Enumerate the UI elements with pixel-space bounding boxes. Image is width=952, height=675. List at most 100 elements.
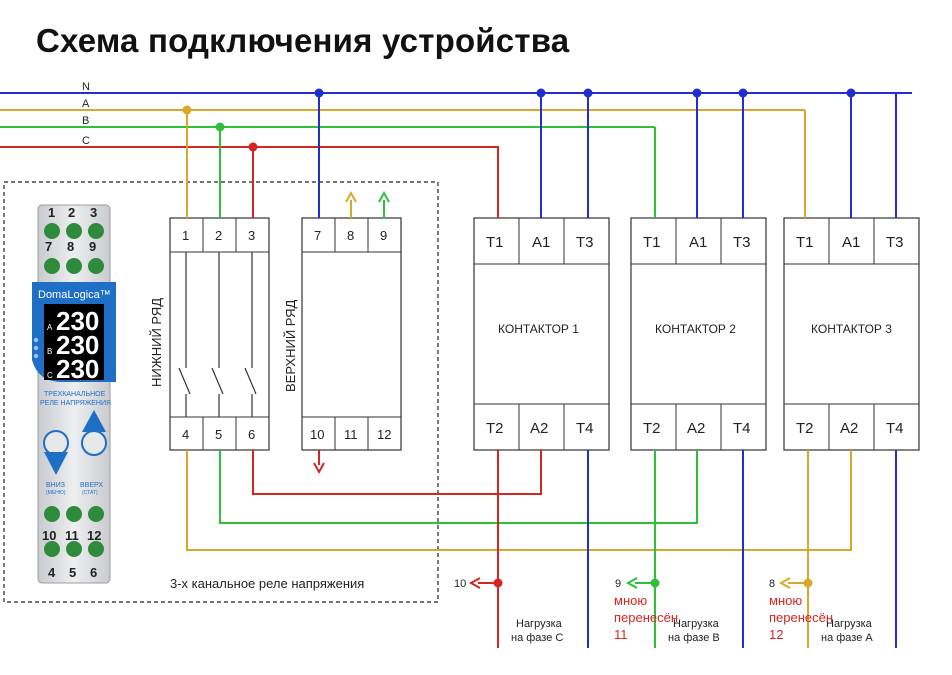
device-phase-label: A xyxy=(47,323,53,332)
device-caption: РЕЛЕ НАПРЯЖЕНИЯ xyxy=(40,400,111,407)
device-terminal-label: 2 xyxy=(68,205,75,220)
bus-label-b: B xyxy=(82,115,89,127)
wire-5-to-k2-a2 xyxy=(219,450,698,524)
device-terminal-label: 12 xyxy=(87,528,101,543)
upper-row-label: ВЕРХНИЙ РЯД xyxy=(283,299,298,392)
contactor-terminal: T3 xyxy=(733,234,751,251)
contactor-terminal: T1 xyxy=(643,234,661,251)
terminal-label: 5 xyxy=(215,427,222,442)
contactor-terminal: A1 xyxy=(532,234,550,251)
contactor-terminal: T4 xyxy=(576,420,594,437)
note-text: 11 xyxy=(614,627,628,642)
device-reading: 230 xyxy=(56,354,99,384)
contactor-terminal: A2 xyxy=(687,420,705,437)
load-label: Нагрузка xyxy=(673,618,720,630)
load-label: на фазе В xyxy=(668,632,720,644)
arrow-down-icon xyxy=(313,462,325,475)
lower-row-label: НИЖНИЙ РЯД xyxy=(149,298,164,387)
terminal-label: 12 xyxy=(377,427,391,442)
device-terminal-label: 4 xyxy=(48,565,56,580)
arrow-left-icon xyxy=(778,577,791,589)
junction-dots xyxy=(182,88,856,588)
contactor-name: КОНТАКТОР 1 xyxy=(498,322,579,336)
device-up-button xyxy=(81,430,107,456)
contactor-terminal: A1 xyxy=(689,234,707,251)
note-text: мною xyxy=(614,593,647,608)
arrow-up-icon xyxy=(345,190,357,203)
device-up-label: ВВЕРХ xyxy=(80,482,103,489)
contactor-terminal: T1 xyxy=(796,234,814,251)
device-display xyxy=(44,304,104,380)
contactor-name: КОНТАКТОР 3 xyxy=(811,322,892,336)
relay-caption: 3-х канальное реле напряжения xyxy=(170,576,364,591)
bus-lines xyxy=(0,92,912,148)
device-caption: ТРЕХКАНАЛЬНОЕ xyxy=(44,391,106,398)
terminal-label: 4 xyxy=(182,427,189,442)
arrow-left-icon xyxy=(468,577,481,589)
bus-label-c: C xyxy=(82,135,90,147)
bus-label-n: N xyxy=(82,81,90,93)
bus-labels: N A B C xyxy=(82,81,90,147)
note-text: 12 xyxy=(769,627,783,642)
wires xyxy=(186,93,897,648)
load-label: на фазе С xyxy=(511,632,563,644)
device-terminal-label: 8 xyxy=(67,239,74,254)
device-screws-top xyxy=(44,223,104,239)
contactor-3: T1 A1 T3 КОНТАКТОР 3 T2 A2 T4 xyxy=(783,217,920,451)
device-phase-label: C xyxy=(47,371,53,380)
device-up-sublabel: (СТАТ) xyxy=(82,490,98,496)
contactor-terminal: T1 xyxy=(486,234,504,251)
terminal-label: 1 xyxy=(182,228,189,243)
contactor-terminal: A2 xyxy=(530,420,548,437)
device-leds xyxy=(33,337,39,359)
load-label: Нагрузка xyxy=(516,618,563,630)
bus-label-a: A xyxy=(82,98,90,110)
contactor-terminal: T3 xyxy=(886,234,904,251)
device-terminal-label: 6 xyxy=(90,565,97,580)
page-title: Схема подключения устройства xyxy=(36,22,570,59)
contactor-2: T1 A1 T3 КОНТАКТОР 2 T2 A2 T4 xyxy=(630,217,767,451)
arrowheads xyxy=(313,190,791,589)
contactor-terminal: A1 xyxy=(842,234,860,251)
device-reading: 230 xyxy=(56,306,99,336)
up-arrow-icon xyxy=(82,410,106,432)
device-terminal-label: 11 xyxy=(65,528,79,543)
device-terminal-label: 5 xyxy=(69,565,76,580)
contactor-terminal: T4 xyxy=(886,420,904,437)
output-label-9: 9 xyxy=(615,578,621,590)
note-text: мною xyxy=(769,593,802,608)
device-brand: DomaLogica™ xyxy=(38,289,111,301)
contactor-name: КОНТАКТОР 2 xyxy=(655,322,736,336)
device-screws-second xyxy=(44,258,104,274)
lower-row-block: 1 2 3 4 5 6 xyxy=(169,217,270,451)
arrow-left-icon xyxy=(625,577,638,589)
terminal-label: 3 xyxy=(248,228,255,243)
device-terminal-label: 10 xyxy=(42,528,56,543)
device-reading: 230 xyxy=(56,330,99,360)
contactor-terminal: T2 xyxy=(643,420,661,437)
contactor-terminal: T2 xyxy=(796,420,814,437)
down-arrow-icon xyxy=(44,452,68,475)
output-label-10: 10 xyxy=(454,578,466,590)
terminal-label: 2 xyxy=(215,228,222,243)
terminal-label: 8 xyxy=(347,228,354,243)
relay-device: 1 2 3 7 8 9 DomaLogica™ A B C 230 230 23… xyxy=(32,204,116,584)
arrow-up-icon xyxy=(378,190,390,203)
terminal-label: 7 xyxy=(314,228,321,243)
contactor-1: T1 A1 T3 КОНТАКТОР 1 T2 A2 T4 xyxy=(473,217,610,451)
contactor-terminal: A2 xyxy=(840,420,858,437)
device-down-sublabel: (МЕНЮ) xyxy=(46,490,66,496)
upper-row-block: 7 8 9 10 11 12 xyxy=(301,217,402,451)
output-label-8: 8 xyxy=(769,578,775,590)
device-terminal-label: 9 xyxy=(89,239,96,254)
load-label: на фазе А xyxy=(821,632,873,644)
device-terminal-label: 1 xyxy=(48,205,55,220)
note-text: перенесён xyxy=(769,610,833,625)
contactor-terminal: T3 xyxy=(576,234,594,251)
note-text: перенесён xyxy=(614,610,678,625)
device-phase-label: B xyxy=(47,347,52,356)
device-down-label: ВНИЗ xyxy=(46,482,65,489)
wire-4-to-k3-a2 xyxy=(186,450,852,551)
device-terminal-label: 7 xyxy=(45,239,52,254)
